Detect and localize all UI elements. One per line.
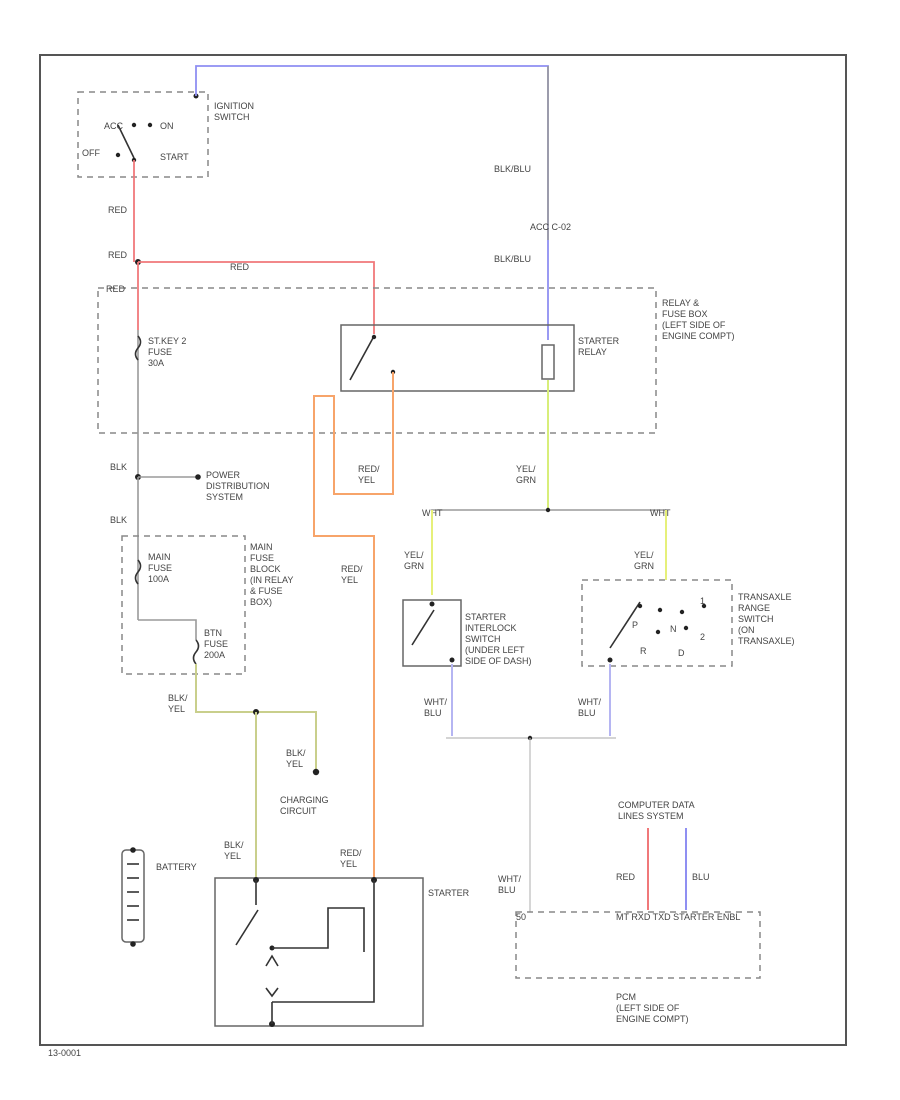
interlock-top-terminal: [429, 601, 435, 607]
starter-winding: [272, 907, 365, 952]
transaxle-r-terminal: [657, 607, 663, 613]
red-label-horiz: RED: [230, 262, 250, 272]
blk-blu-label-top: BLK/BLU: [494, 164, 531, 174]
ign-acc-label: ACC: [104, 121, 124, 131]
splice-50-label: 50: [516, 912, 526, 922]
wht-blu-label-pcm: WHT/BLU: [498, 874, 521, 895]
transaxle-1-terminal: [683, 625, 689, 631]
blk-label-1: BLK: [110, 462, 127, 472]
interlock-switch-contact: [411, 609, 435, 646]
relay-fuse-box: [97, 287, 657, 434]
yel-grn-splice: [545, 507, 551, 513]
ignition-switch-contact: [117, 124, 135, 159]
ignition-off-terminal: [115, 152, 121, 158]
starter-relay-box: [340, 324, 575, 392]
ign-on-label: ON: [160, 121, 174, 131]
red-cdl-label: RED: [616, 872, 636, 882]
blk-yel-label-1: BLK/YEL: [168, 693, 188, 714]
red-yel-label-starter: RED/YEL: [340, 848, 362, 869]
diagram-frame: [39, 54, 847, 1046]
transaxle-n-label: N: [670, 624, 677, 634]
battery-positive-terminal: [130, 847, 136, 853]
wht-blu-label-left: WHT/BLU: [424, 697, 447, 718]
pcm-pins-label: MT RXD TXD STARTER ENBL: [616, 912, 740, 922]
relay-contact-terminal: [371, 334, 377, 340]
starter-relay-coil: [541, 344, 555, 380]
transaxle-d-label: D: [678, 648, 685, 658]
ign-start-label: START: [160, 152, 189, 162]
red-yel-wire: [313, 372, 394, 880]
transaxle-2-label: 2: [700, 632, 705, 642]
main-fuse-block: [121, 535, 246, 675]
st-key-fuse-symbol: [134, 335, 142, 361]
blk-blu-wire-top: [195, 65, 549, 240]
starter-coil-loop: [272, 880, 375, 1003]
transaxle-1-label: 1: [700, 596, 705, 606]
transaxle-output-terminal: [607, 657, 613, 663]
blu-cdl-label: BLU: [692, 872, 710, 882]
pcm-box: [515, 911, 761, 979]
transaxle-switch-contact: [609, 601, 641, 649]
wht-blu-label-right: WHT/BLU: [578, 697, 601, 718]
red-label-top: RED: [108, 205, 128, 215]
power-dist-terminal: [195, 474, 201, 480]
connector-label: ACC C-02: [530, 222, 571, 232]
battery-label: BATTERY: [156, 862, 197, 872]
transaxle-range-switch-box: [581, 579, 733, 667]
yel-grn-label-left: YEL/GRN: [404, 550, 424, 571]
ignition-on-terminal: [147, 122, 153, 128]
red-label-mid: RED: [108, 250, 128, 260]
blk-yel-label-2: BLK/YEL: [286, 748, 306, 769]
charging-terminal: [312, 768, 320, 776]
ign-off-label: OFF: [82, 148, 100, 158]
battery-negative-terminal: [130, 941, 136, 947]
transaxle-n-terminal: [679, 609, 685, 615]
starter-motor-brush-2: [265, 987, 279, 998]
starter-relay-contact: [349, 337, 374, 381]
transaxle-2-terminal: [655, 629, 661, 635]
main-fuse-symbol: [134, 559, 142, 585]
starter-solenoid-contact: [235, 909, 259, 946]
red-wire-to-relay: [138, 261, 375, 334]
btn-fuse-wire: [138, 619, 197, 640]
red-yel-label-long: RED/YEL: [341, 564, 363, 585]
ignition-acc-terminal: [131, 122, 137, 128]
blk-label-2: BLK: [110, 515, 127, 525]
red-yel-label-relay: RED/YEL: [358, 464, 380, 485]
transaxle-r-label: R: [640, 646, 647, 656]
starter-motor-brush: [265, 954, 279, 967]
wht-b-label: WHT: [650, 508, 671, 518]
blk-yel-label-3: BLK/YEL: [224, 840, 244, 861]
ignition-switch-housing: [77, 91, 209, 178]
starter-box: [214, 877, 424, 1027]
footer-code: 13-0001: [48, 1048, 81, 1058]
starter-label: STARTER: [428, 888, 470, 898]
red-label-left: RED: [106, 284, 126, 294]
transaxle-d-terminal: [701, 603, 707, 609]
btn-fuse-symbol: [192, 639, 200, 665]
yel-grn-label-right: YEL/GRN: [634, 550, 654, 571]
transaxle-p-terminal: [637, 603, 643, 609]
interlock-bottom-terminal: [449, 657, 455, 663]
transaxle-p-label: P: [632, 620, 638, 630]
yel-grn-label-relay: YEL/GRN: [516, 464, 536, 485]
starter-interlock-switch-box: [402, 599, 462, 667]
blk-blu-label-bot: BLK/BLU: [494, 254, 531, 264]
